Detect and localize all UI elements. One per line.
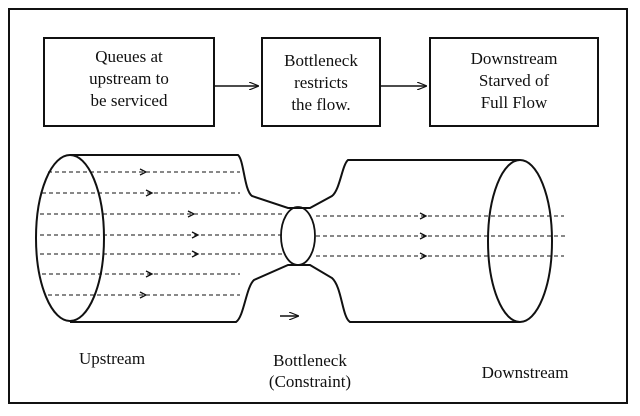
- label-bottleneck-line-1: Bottleneck: [273, 351, 347, 370]
- box-upstream-line-3: be serviced: [91, 91, 168, 110]
- box-upstream: Queues at upstream to be serviced: [43, 37, 215, 127]
- pipe-outline: [70, 154, 520, 323]
- downstream-flow-arrows: [419, 212, 428, 260]
- downstream-opening: [487, 159, 553, 323]
- box-downstream-line-1: Downstream: [471, 49, 558, 68]
- label-bottleneck-line-2: (Constraint): [269, 372, 351, 391]
- box-downstream-line-3: Full Flow: [481, 93, 548, 112]
- upstream-opening: [35, 154, 105, 322]
- box-bottleneck-line-1: Bottleneck: [284, 51, 358, 70]
- box-downstream-line-2: Starved of: [479, 71, 550, 90]
- box-downstream: Downstream Starved of Full Flow: [429, 37, 599, 127]
- box-upstream-line-1: Queues at: [95, 47, 163, 66]
- downstream-flow-lines: [316, 215, 566, 257]
- box-bottleneck: Bottleneck restricts the flow.: [261, 37, 381, 127]
- upstream-flow-lines: [40, 171, 282, 296]
- upstream-flow-arrows: [139, 168, 200, 299]
- label-downstream: Downstream: [482, 363, 569, 382]
- box-bottleneck-line-2: restricts: [294, 73, 348, 92]
- box-bottleneck-line-3: the flow.: [291, 95, 350, 114]
- label-upstream: Upstream: [79, 349, 145, 368]
- box-upstream-line-2: upstream to: [89, 69, 169, 88]
- bottleneck-throat: [280, 206, 316, 266]
